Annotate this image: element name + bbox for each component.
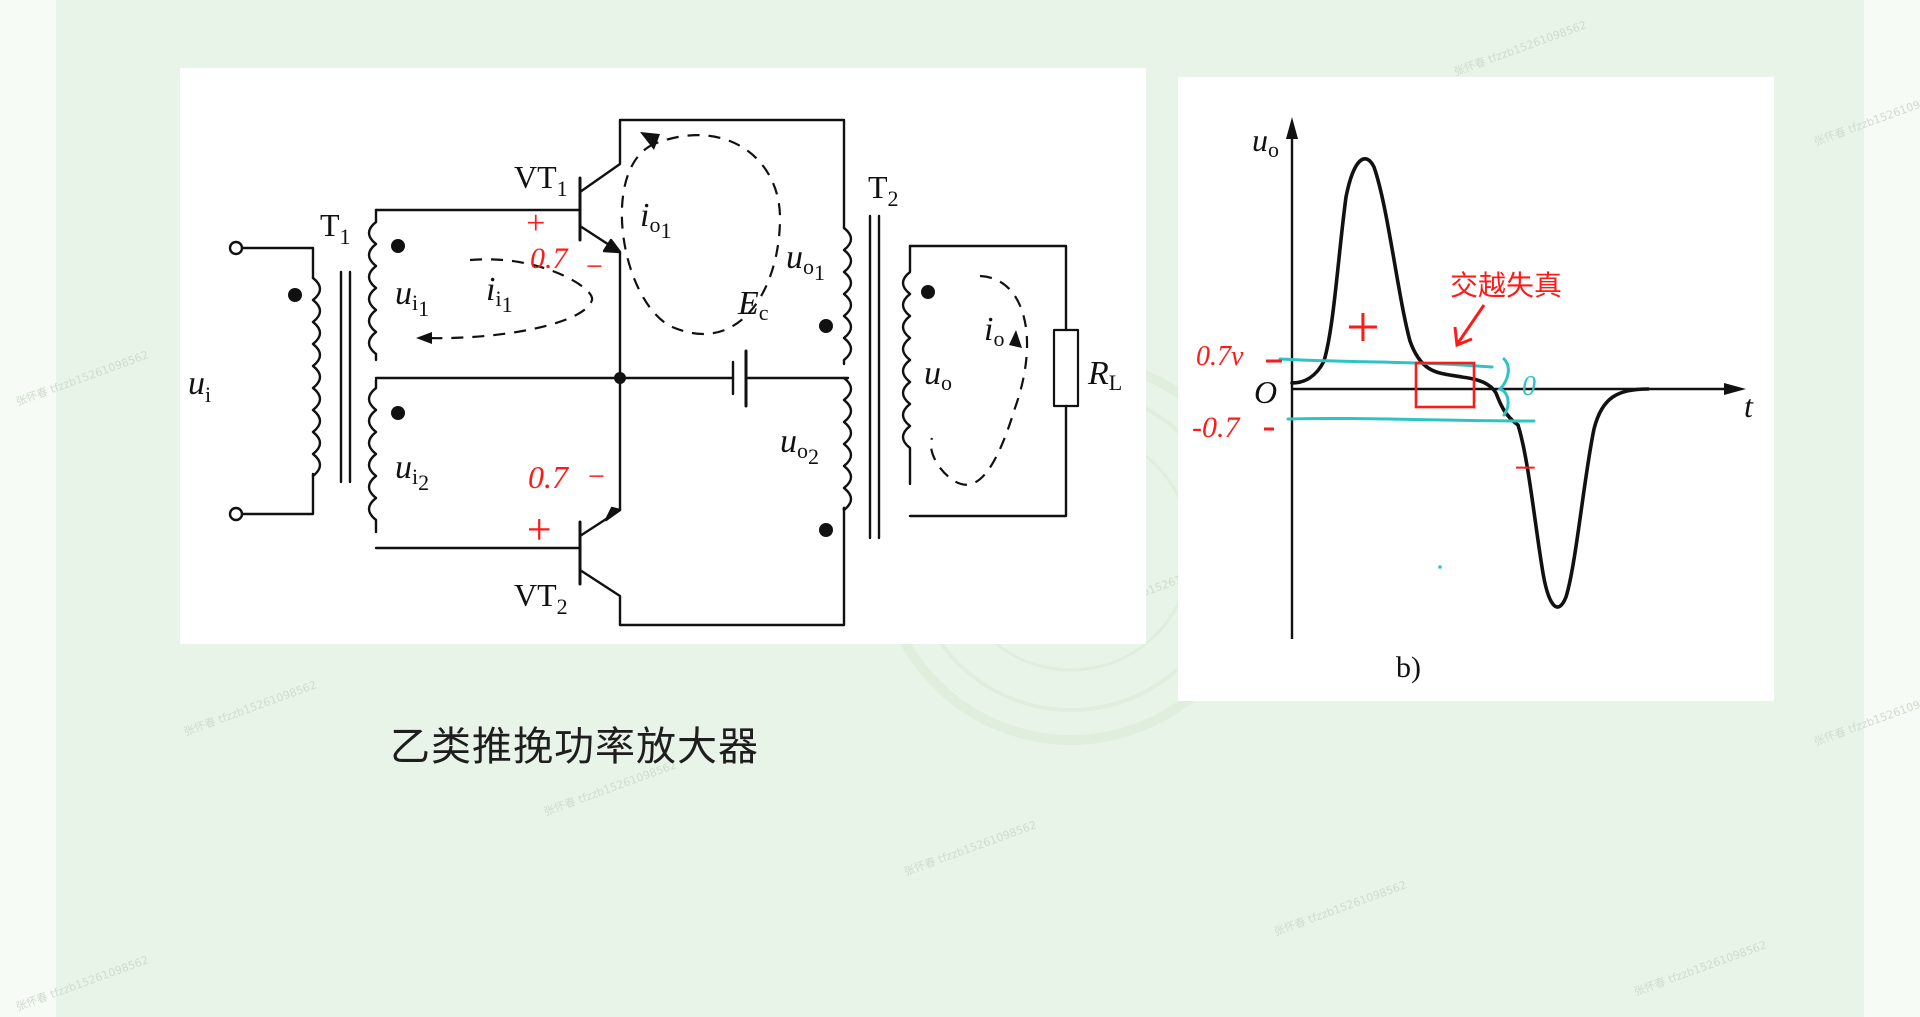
label-ii1: ii1 [486,271,513,317]
label-uo2: uo2 [780,423,819,469]
annot-vt1-minus: − [584,250,604,283]
crossover-distortion-graph: uo t O b) 0 交越失真 + − 0.7v -0.7 [1178,77,1774,701]
positive-half-sign: + [1346,294,1380,360]
lower-threshold-label: -0.7 [1192,411,1241,444]
current-loop-io [929,274,1029,486]
label-t2: T2 [868,169,899,211]
t2-primary-upper-coil [842,226,853,366]
label-ui: ui [188,365,211,407]
y-axis-arrow [1286,117,1298,139]
label-ui1: ui1 [395,275,429,321]
io-arrow-head [1009,330,1022,348]
t2-upper-polarity-dot [819,319,833,333]
graph-svg: uo t O b) 0 交越失真 + − 0.7v -0.7 [1192,117,1754,684]
io1-arrow-head [640,132,660,150]
label-uo: uo [924,355,952,395]
upper-threshold-label: 0.7v [1196,341,1244,372]
y-axis-label: uo [1252,122,1279,162]
label-ui2: ui2 [395,449,429,495]
crossover-label: 交越失真 [1450,270,1562,302]
origin-label: O [1254,374,1277,410]
x-axis-label: t [1744,388,1754,424]
crossover-highlight-box [1414,361,1476,409]
t1-primary-polarity-dot [288,288,302,302]
t2-lower-polarity-dot [819,523,833,537]
t1-secondary-lower-coil [367,378,378,534]
current-loop-ii1 [424,258,594,340]
t2-secondary-polarity-dot [921,285,935,299]
t1-upper-polarity-dot [391,239,405,253]
annot-vt1-value: 0.7 [530,242,570,275]
label-vt2: VT2 [514,577,568,619]
crossover-pointer-arrow [1456,304,1486,344]
ii1-arrow-head [416,332,432,344]
t2-primary-lower-coil [842,376,853,512]
annot-vt1-plus: + [524,205,547,242]
t1-primary-coil [311,276,322,478]
input-terminal-top [228,240,244,256]
load-resistor [1052,328,1080,408]
label-t1: T1 [320,207,351,249]
annot-vt2-value: 0.7 [528,459,570,495]
slide-caption: 乙类推挽功率放大器 [390,724,759,770]
label-uo1: uo1 [786,239,825,285]
input-terminal-bottom [228,506,244,522]
t2-secondary-coil [901,244,912,486]
t1-secondary-upper-coil [367,208,378,362]
label-io1: io1 [640,197,671,243]
circuit-svg: ui ui1 ii1 ui2 io1 uo1 Ec uo2 uo io RL T… [188,118,1122,627]
t1-lower-polarity-dot [391,406,405,420]
upper-threshold-line [1278,357,1494,369]
label-rl: RL [1087,355,1122,395]
x-axis-arrow [1724,383,1746,395]
dead-zone-brace [1497,357,1510,417]
annot-vt2-minus: − [586,460,606,493]
push-pull-circuit-diagram: ui ui1 ii1 ui2 io1 uo1 Ec uo2 uo io RL T… [180,68,1146,644]
annot-vt2-plus: + [524,505,554,554]
label-ec: Ec [737,285,769,325]
label-vt1: VT1 [514,159,568,201]
lower-threshold-line [1286,416,1536,423]
dead-zone-label: 0 [1522,371,1536,402]
negative-half-sign: − [1514,445,1537,490]
slide-margin-left [0,0,56,1017]
panel-label: b) [1396,651,1421,684]
output-waveform [1290,157,1650,609]
label-io: io [984,311,1004,351]
slide-margin-right [1864,0,1920,1017]
